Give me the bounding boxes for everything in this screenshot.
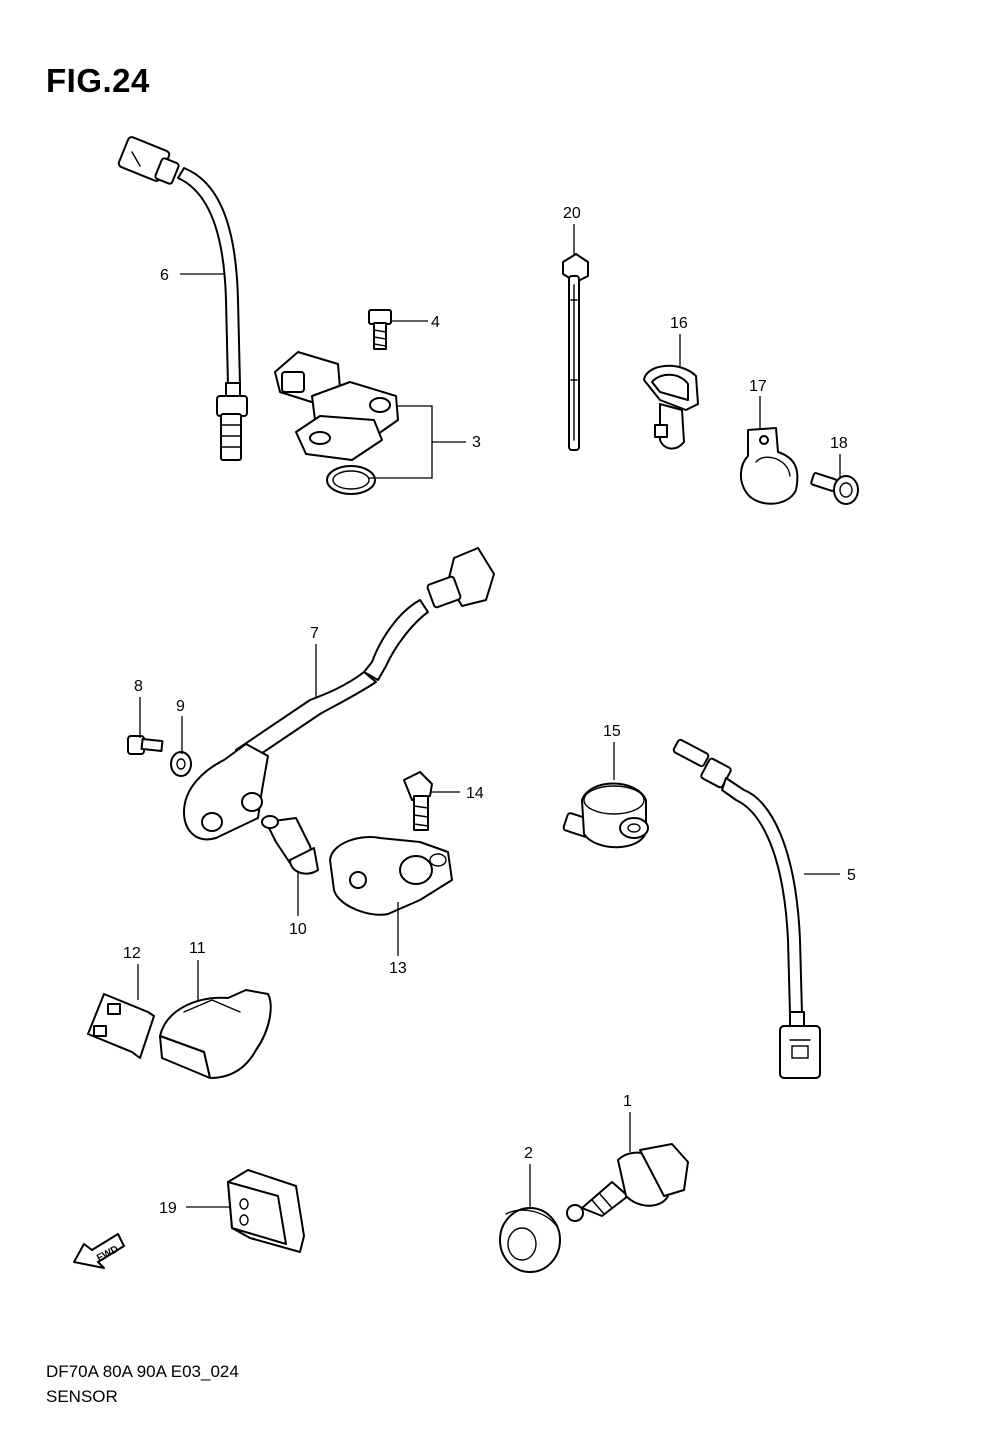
- part-11-rubber-boot[interactable]: [159, 989, 272, 1079]
- label-part-10: 10: [289, 921, 307, 938]
- label-part-18: 18: [830, 435, 848, 452]
- part-8-bolt[interactable]: [127, 735, 164, 755]
- label-part-20: 20: [563, 205, 581, 222]
- part-number-labels: 1 2 3 4 5 6 7 8 9 10 11 12 13 14 15 16 1…: [123, 205, 856, 1217]
- label-part-4: 4: [431, 314, 440, 331]
- part-2-grommet[interactable]: [499, 1207, 561, 1273]
- label-part-8: 8: [134, 678, 143, 695]
- model-code: DF70A 80A 90A E03_024: [46, 1362, 239, 1381]
- part-6-sensor-lead[interactable]: [117, 136, 248, 461]
- forward-arrow-icon: FWD: [73, 1233, 125, 1269]
- label-part-7: 7: [310, 625, 319, 642]
- label-part-11: 11: [189, 940, 206, 957]
- part-15-knock-sensor[interactable]: [562, 782, 649, 849]
- label-part-15: 15: [603, 723, 621, 740]
- part-13-bracket[interactable]: [329, 836, 453, 916]
- part-12-holder[interactable]: [87, 993, 155, 1059]
- part-17-clamp[interactable]: [740, 427, 799, 505]
- label-part-2: 2: [524, 1145, 533, 1162]
- label-part-14: 14: [466, 785, 484, 802]
- label-part-5: 5: [847, 867, 856, 884]
- figure-title: FIG.24: [46, 62, 150, 99]
- part-18-screw[interactable]: [810, 472, 859, 505]
- part-20-cable-tie[interactable]: [562, 253, 589, 451]
- label-part-3: 3: [472, 434, 481, 451]
- part-7-sensor-harness[interactable]: [183, 547, 495, 841]
- section-name: SENSOR: [46, 1387, 118, 1406]
- part-5-temp-sensor-lead[interactable]: [672, 738, 821, 1079]
- part-3-pressure-sensor[interactable]: [274, 351, 399, 495]
- label-part-13: 13: [389, 960, 407, 977]
- label-part-19: 19: [159, 1200, 177, 1217]
- part-1-temp-sender[interactable]: [566, 1143, 689, 1222]
- callout-lines: [137, 224, 841, 1208]
- label-part-1: 1: [623, 1093, 632, 1110]
- label-part-17: 17: [749, 378, 767, 395]
- part-4-bolt[interactable]: [368, 309, 392, 350]
- label-part-6: 6: [160, 267, 169, 284]
- part-16-clip[interactable]: [643, 364, 699, 450]
- label-part-12: 12: [123, 945, 141, 962]
- part-9-washer[interactable]: [170, 751, 192, 777]
- part-10-collar[interactable]: [261, 815, 319, 875]
- label-part-9: 9: [176, 698, 185, 715]
- part-19-cap[interactable]: [227, 1169, 305, 1253]
- label-part-16: 16: [670, 315, 688, 332]
- part-14-bolt[interactable]: [403, 771, 433, 831]
